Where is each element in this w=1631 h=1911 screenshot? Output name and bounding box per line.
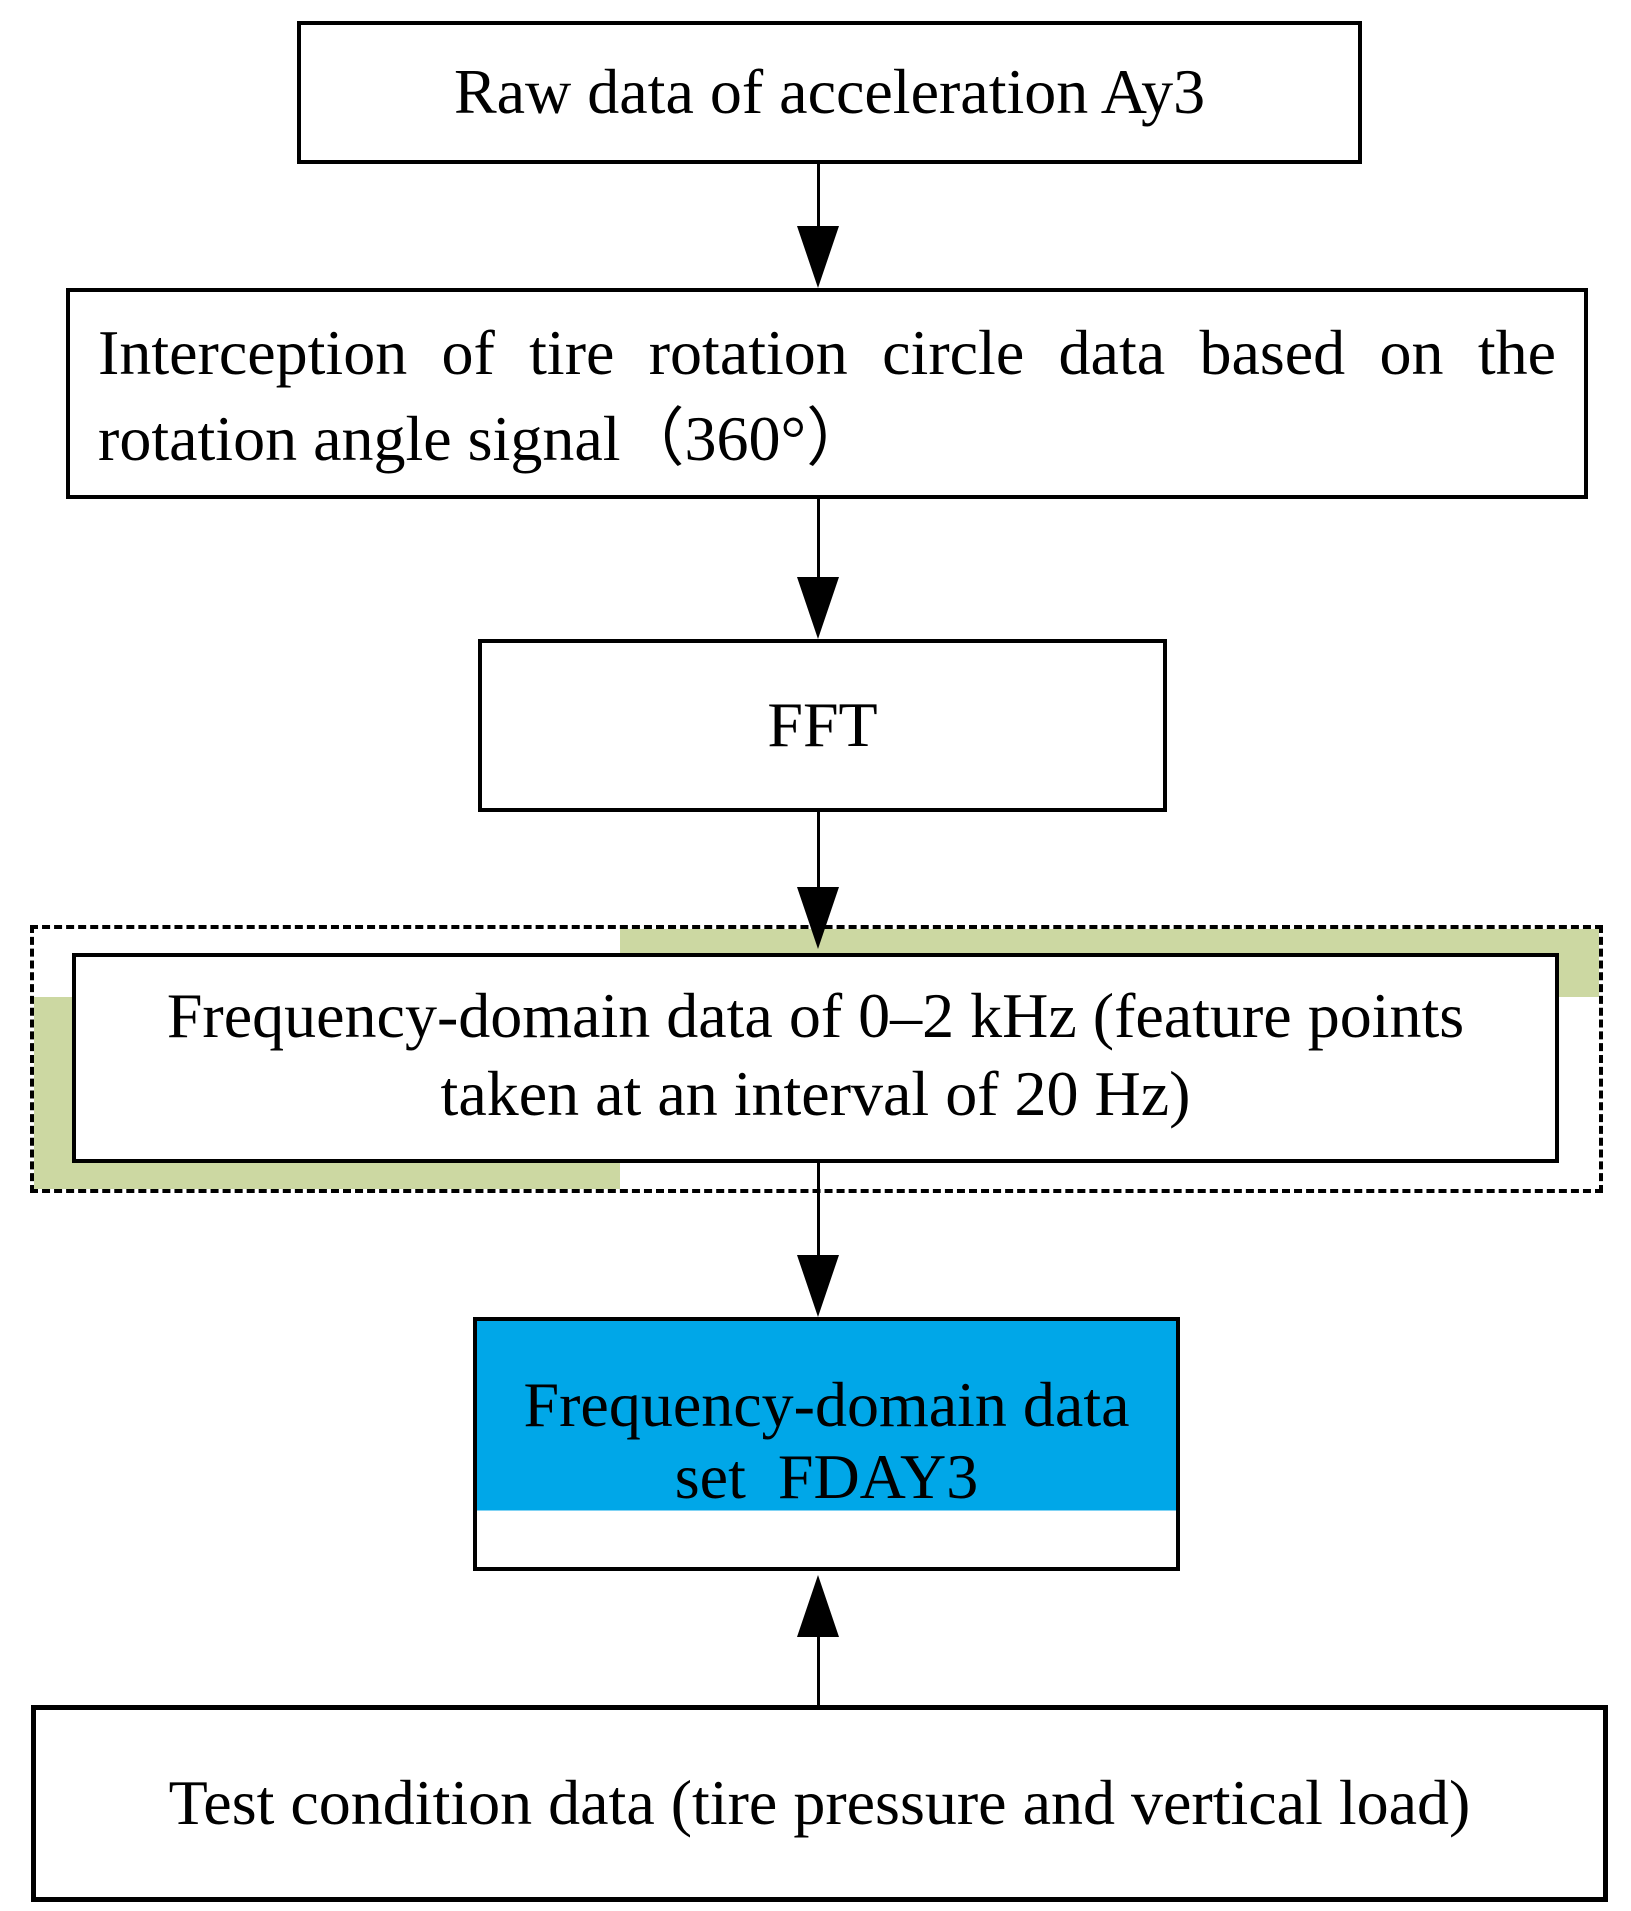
fft-label: FFT bbox=[767, 689, 878, 761]
fday3-label-line1: Frequency-domain data bbox=[523, 1369, 1130, 1440]
frequency-domain-label-line2: taken at an interval of 20 Hz) bbox=[440, 1058, 1191, 1129]
arrow-shaft bbox=[817, 812, 820, 889]
arrowhead-down-icon bbox=[797, 577, 839, 639]
node-interception-box: Interception of tire rotation circle dat… bbox=[66, 288, 1588, 499]
arrowhead-down-icon bbox=[797, 226, 839, 288]
node-fday3-box: Frequency-domain data set FDAY3 bbox=[473, 1317, 1180, 1571]
interception-label-line1: Interception of tire rotation circle dat… bbox=[98, 317, 1556, 388]
arrowhead-up-icon bbox=[797, 1575, 839, 1637]
node-raw-data-box: Raw data of acceleration Ay3 bbox=[297, 21, 1362, 164]
test-condition-label: Test condition data (tire pressure and v… bbox=[168, 1767, 1471, 1839]
node-frequency-domain-box: Frequency-domain data of 0–2 kHz (featur… bbox=[72, 953, 1559, 1163]
frequency-domain-label-line1: Frequency-domain data of 0–2 kHz (featur… bbox=[166, 980, 1465, 1051]
raw-data-label: Raw data of acceleration Ay3 bbox=[453, 56, 1206, 128]
arrowhead-down-icon bbox=[797, 1255, 839, 1317]
arrow-shaft bbox=[817, 499, 820, 579]
arrow-shaft bbox=[817, 1163, 820, 1257]
node-fft-box: FFT bbox=[478, 639, 1167, 812]
arrow-shaft bbox=[817, 1637, 820, 1705]
node-test-condition-box: Test condition data (tire pressure and v… bbox=[31, 1705, 1608, 1902]
arrowhead-down-icon bbox=[797, 887, 839, 949]
arrow-shaft bbox=[817, 164, 820, 228]
fday3-label-line2: set FDAY3 bbox=[674, 1441, 979, 1512]
interception-label-line2: rotation angle signal（360°） bbox=[98, 403, 871, 474]
